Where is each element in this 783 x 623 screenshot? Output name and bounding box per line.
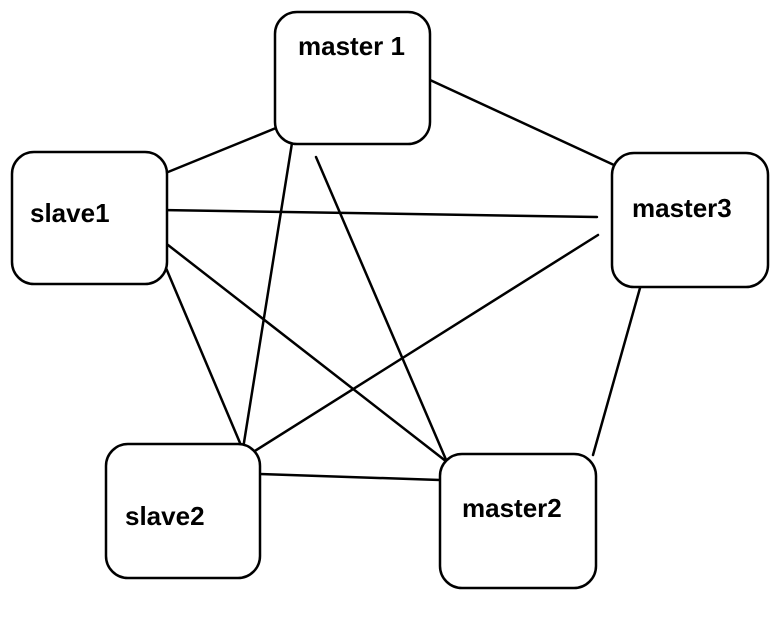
node-master1-label: master 1 (298, 31, 405, 61)
node-slave2-box (104, 442, 262, 580)
node-master2: master2 (438, 452, 598, 590)
node-master2-box (438, 452, 598, 590)
node-master3-label: master3 (632, 193, 732, 223)
edge-slave1-master2 (166, 243, 449, 464)
edge-slave1-slave2 (164, 266, 245, 452)
node-master2-label: master2 (462, 493, 562, 523)
edge-master1-master3 (428, 78, 616, 167)
node-slave1-box (10, 150, 169, 286)
node-master3: master3 (610, 151, 770, 289)
edge-master3-slave2 (248, 233, 600, 456)
node-slave1: slave1 (10, 150, 169, 286)
edge-slave1-master3 (158, 208, 599, 219)
edge-master1-slave2 (240, 141, 294, 457)
node-slave1-label: slave1 (30, 198, 110, 228)
node-slave2-label: slave2 (125, 501, 205, 531)
edge-master1-slave1 (166, 126, 278, 174)
node-slave2: slave2 (104, 442, 262, 580)
edge-master1-master2 (314, 155, 449, 464)
edge-master3-master2 (591, 286, 642, 457)
edge-slave2-master2 (258, 472, 442, 482)
nodes-group: master 1 slave1 master3 slave2 master2 (10, 10, 770, 590)
node-master1-box (273, 10, 432, 146)
node-master1: master 1 (273, 10, 432, 146)
edges-group (158, 78, 642, 482)
node-master3-box (610, 151, 770, 289)
